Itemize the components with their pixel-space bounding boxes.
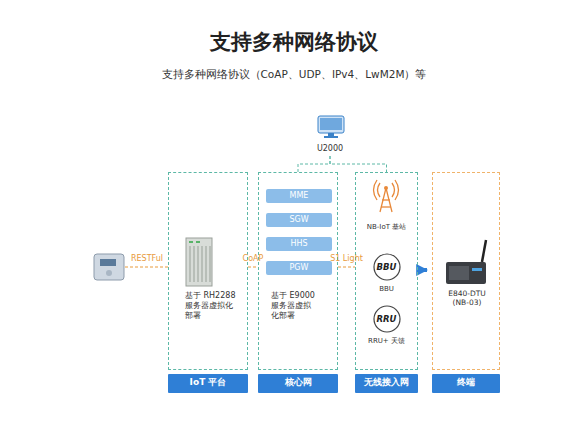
management-node: U2000: [300, 112, 360, 156]
band-label: 核心网: [258, 377, 338, 388]
function-box: PGW: [266, 261, 332, 275]
tower-bar: [381, 206, 391, 207]
monitor-screen: [320, 118, 342, 130]
category-band: 无线接入网: [355, 374, 418, 393]
unit-circle: BBUBBU: [373, 253, 401, 281]
function-label: HHS: [266, 239, 332, 249]
unit-circle: RRURRU+ 天馈: [373, 305, 401, 333]
monitor-icon: [318, 116, 344, 133]
meter-body: [94, 254, 124, 280]
function-box: HHS: [266, 237, 332, 251]
box-note: NB-IoT 基站: [356, 223, 417, 232]
box-note: 基于 RH2288 服务器虚拟化部署: [185, 291, 238, 321]
server-slot: [189, 246, 191, 282]
meter-dial: [106, 270, 112, 276]
protocol-label: CoAP: [223, 254, 283, 264]
tower-wave: [374, 180, 378, 200]
tower-bar: [382, 199, 390, 200]
category-band: 终端: [432, 374, 500, 393]
node-label: U2000: [300, 144, 360, 154]
tower-icon: [374, 180, 399, 212]
protocol-label: RESTFul: [124, 254, 170, 264]
protocol-link: [338, 267, 355, 268]
device-body: [446, 262, 486, 284]
server-led: [196, 241, 200, 243]
server-rack: [186, 238, 212, 286]
server-slots: [190, 246, 210, 282]
server-slot: [205, 246, 207, 282]
platform-box: 基于 RH2288 服务器虚拟化部署: [168, 172, 248, 370]
radio-arrow: [418, 268, 427, 272]
function-label: PGW: [266, 263, 332, 273]
device-name: E840-DTU (NB-03): [439, 289, 495, 308]
function-box: MME: [266, 189, 332, 203]
management-link: [298, 156, 330, 172]
meter-display: [100, 259, 116, 266]
unit-circle-shape: [374, 306, 400, 332]
server-slot: [209, 246, 211, 282]
unit-caption: RRU+ 天馈: [357, 337, 417, 346]
server-slot: [201, 246, 203, 282]
function-label: MME: [266, 191, 332, 201]
tower-top: [384, 186, 388, 190]
protocol-link: [248, 267, 258, 268]
page-title: 支持多种网络协议: [0, 29, 588, 55]
tower-wave: [378, 183, 381, 197]
function-label: SGW: [266, 215, 332, 225]
server-slot: [193, 246, 195, 282]
unit-circle-shape: [374, 254, 400, 280]
subtitle: 支持多种网络协议（CoAP、UDP、IPv4、LwM2M）等: [0, 68, 588, 81]
function-box: SGW: [266, 213, 332, 227]
tower-wave: [392, 183, 395, 197]
server-led: [189, 241, 193, 243]
category-band: 核心网: [258, 374, 338, 393]
category-band: IoT 平台: [168, 374, 248, 393]
unit-caption: BBU: [362, 285, 412, 294]
band-label: 终端: [432, 377, 500, 388]
unit-symbol: RRU: [373, 314, 401, 325]
restful-link: [125, 267, 168, 268]
unit-symbol: BBU: [373, 262, 401, 273]
device-antenna: [482, 240, 486, 262]
core-box: 基于 E9000 服务器虚拟化部署 MME SGW HHS PGW: [258, 172, 338, 370]
box-note: 基于 E9000 服务器虚拟化部署: [271, 291, 318, 321]
management-link: [330, 156, 387, 172]
band-label: 无线接入网: [355, 377, 418, 388]
server-slot: [197, 246, 199, 282]
monitor-base: [324, 136, 338, 138]
device-panel: [449, 266, 469, 280]
band-label: IoT 平台: [168, 377, 248, 388]
terminal-box: E840-DTU (NB-03): [432, 172, 500, 370]
tower-wave: [395, 180, 399, 200]
device-led: [472, 268, 482, 271]
protocol-label: S1 Light: [317, 254, 377, 264]
monitor-stand: [328, 133, 334, 136]
access-box: NB-IoT 基站BBUBBURRURRU+ 天馈: [355, 172, 418, 370]
